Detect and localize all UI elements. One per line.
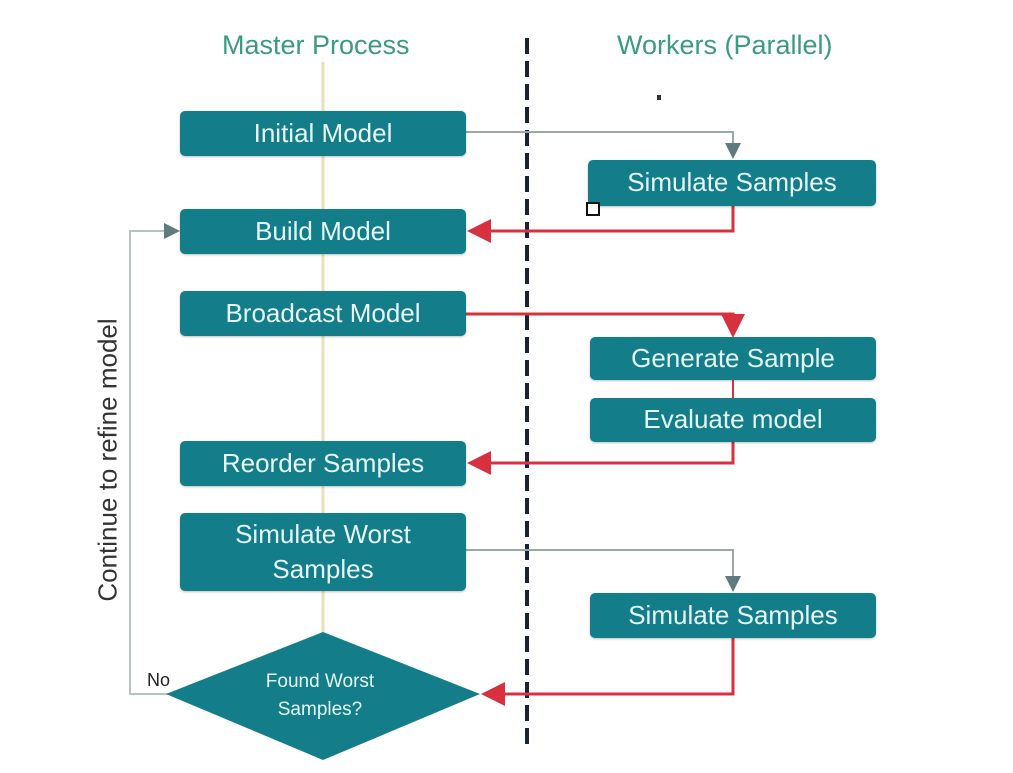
arrow-evaluate-to-reorder xyxy=(467,442,735,475)
mouse-cursor-icon xyxy=(657,95,661,100)
reorder-samples-label: Reorder Samples xyxy=(221,447,425,478)
master-process-header: Master Process xyxy=(222,30,410,60)
arrow-loop-back xyxy=(129,223,180,695)
workers-header: Workers (Parallel) xyxy=(617,30,833,60)
arrow-simulate-to-build xyxy=(467,206,735,243)
worker-simulate-samples-label-2: Simulate Samples xyxy=(628,599,838,630)
broadcast-model-label: Broadcast Model xyxy=(225,297,421,328)
initial-model-label: Initial Model xyxy=(253,117,393,148)
evaluate-model-box[interactable]: Evaluate model xyxy=(590,398,876,442)
selection-handle-icon[interactable] xyxy=(586,202,600,216)
generate-sample-label: Generate Sample xyxy=(631,342,835,373)
arrow-simulate-to-decision xyxy=(481,638,735,706)
decision-text-line2: Samples? xyxy=(277,698,363,720)
build-model-box[interactable]: Build Model xyxy=(180,209,466,254)
no-branch-label: No xyxy=(147,670,171,690)
reorder-samples-box[interactable]: Reorder Samples xyxy=(180,441,466,486)
broadcast-model-box[interactable]: Broadcast Model xyxy=(180,291,466,336)
simulate-worst-label-line1: Simulate Worst xyxy=(235,518,411,549)
build-model-label: Build Model xyxy=(255,215,391,246)
generate-sample-box[interactable]: Generate Sample xyxy=(590,337,876,380)
decision-text-line1: Found Worst xyxy=(265,671,375,692)
initial-model-box[interactable]: Initial Model xyxy=(180,111,466,156)
loop-label: Continue to refine model xyxy=(92,318,123,602)
simulate-worst-samples-box[interactable]: Simulate Worst Samples xyxy=(180,513,466,591)
simulate-worst-label-line2: Samples xyxy=(272,554,374,584)
evaluate-model-label: Evaluate model xyxy=(643,404,823,435)
arrow-worst-to-simulate xyxy=(466,549,741,592)
decision-text: Found Worst Samples? xyxy=(245,668,395,723)
decision-diamond[interactable] xyxy=(166,632,480,760)
worker-simulate-samples-box-1[interactable]: Simulate Samples xyxy=(588,160,876,206)
arrow-broadcast-to-generate xyxy=(466,312,745,338)
arrow-initial-to-simulate xyxy=(466,131,741,159)
worker-simulate-samples-box-2[interactable]: Simulate Samples xyxy=(590,593,876,638)
worker-simulate-samples-label-1: Simulate Samples xyxy=(627,167,837,198)
